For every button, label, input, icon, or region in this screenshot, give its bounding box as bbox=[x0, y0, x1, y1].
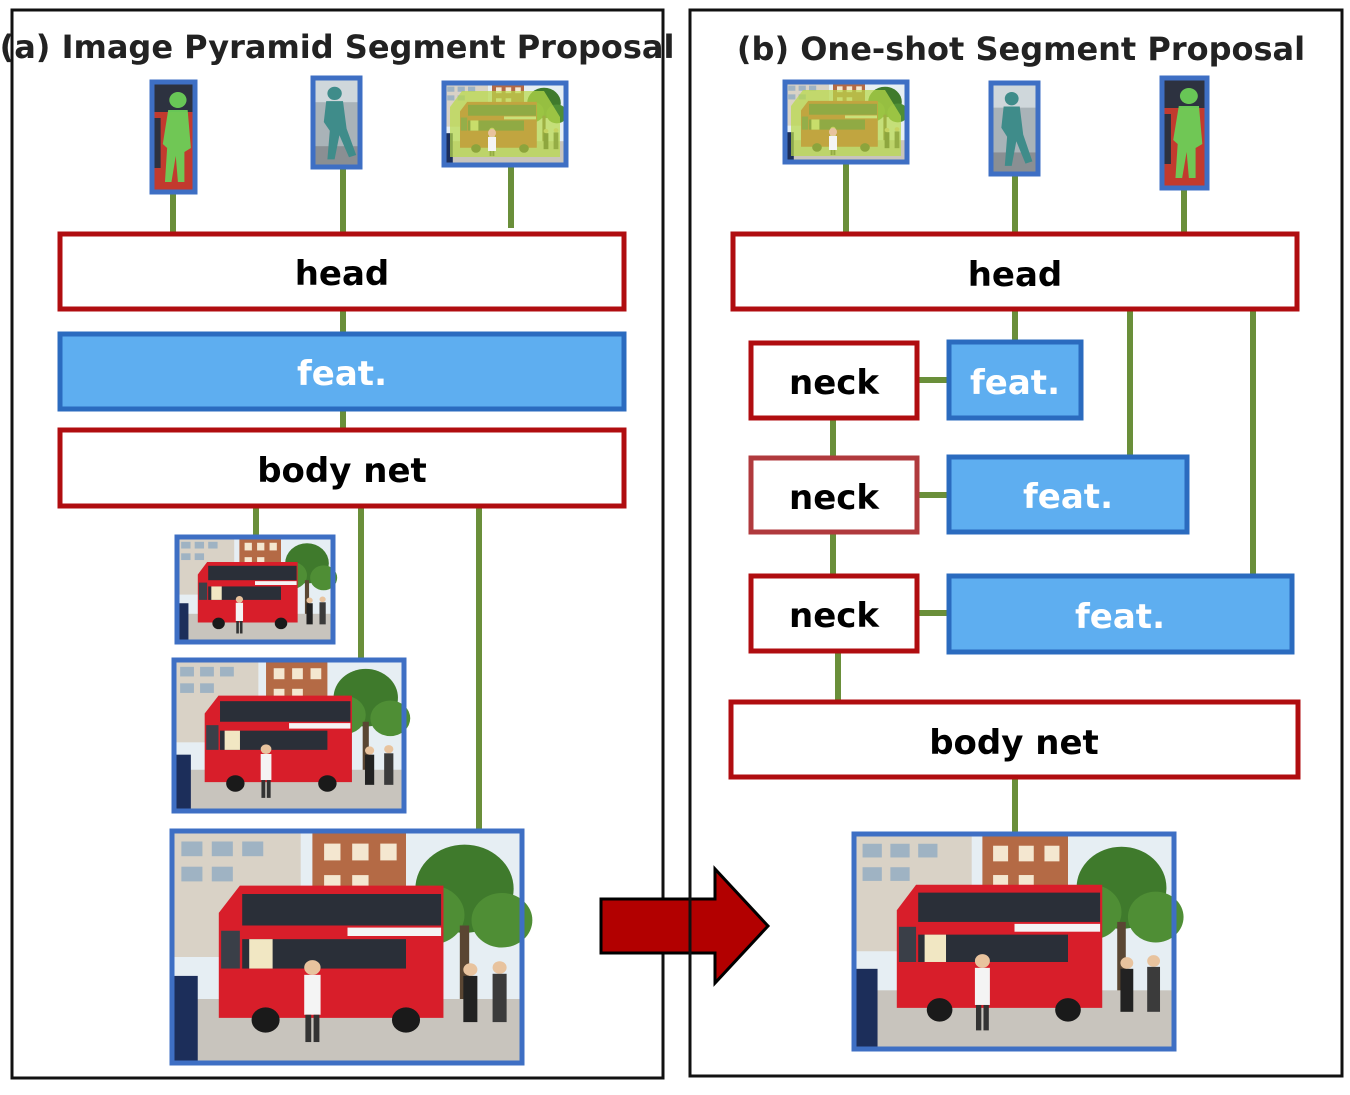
street-photo-icon bbox=[169, 828, 533, 1066]
body-net-label: body net bbox=[929, 723, 1099, 763]
head-label: head bbox=[968, 255, 1063, 295]
feat-label: feat. bbox=[297, 354, 387, 394]
segment-mask-icon bbox=[441, 80, 569, 168]
panel-a-connectors bbox=[170, 166, 514, 831]
segment-mask-icon bbox=[782, 79, 910, 165]
street-photo-icon bbox=[174, 534, 338, 645]
feat-label: feat. bbox=[1023, 477, 1113, 517]
body-net-box bbox=[57, 427, 627, 509]
feat-box bbox=[946, 339, 1084, 421]
panel-b-connectors bbox=[830, 162, 1256, 834]
panel-a-frame bbox=[10, 8, 665, 1080]
body-net-box bbox=[728, 699, 1301, 780]
segment-mask-icon bbox=[1159, 75, 1210, 191]
segment-mask-icon bbox=[149, 79, 198, 195]
feat-box bbox=[57, 331, 627, 412]
neck-label: neck bbox=[789, 596, 880, 636]
neck-box bbox=[748, 455, 920, 535]
neck-box bbox=[748, 573, 920, 654]
street-photo-icon bbox=[851, 831, 1184, 1052]
head-box bbox=[730, 231, 1300, 312]
body-net-label: body net bbox=[257, 451, 427, 491]
neck-label: neck bbox=[789, 363, 880, 403]
right-arrow-icon bbox=[599, 865, 771, 987]
street-photo-icon bbox=[171, 657, 411, 814]
feat-label: feat. bbox=[1075, 597, 1165, 637]
segment-mask-icon bbox=[988, 80, 1041, 177]
feat-label: feat. bbox=[970, 363, 1060, 403]
head-box bbox=[57, 231, 627, 312]
feat-box bbox=[946, 454, 1190, 535]
feat-box bbox=[946, 573, 1295, 655]
panel-b-frame bbox=[688, 8, 1344, 1078]
neck-label: neck bbox=[789, 478, 880, 518]
neck-box bbox=[748, 340, 920, 421]
head-label: head bbox=[295, 254, 390, 294]
segment-mask-icon bbox=[310, 75, 363, 170]
panel-a-title: (a) Image Pyramid Segment Proposal bbox=[0, 28, 674, 66]
panel-b-title: (b) One-shot Segment Proposal bbox=[737, 30, 1305, 68]
